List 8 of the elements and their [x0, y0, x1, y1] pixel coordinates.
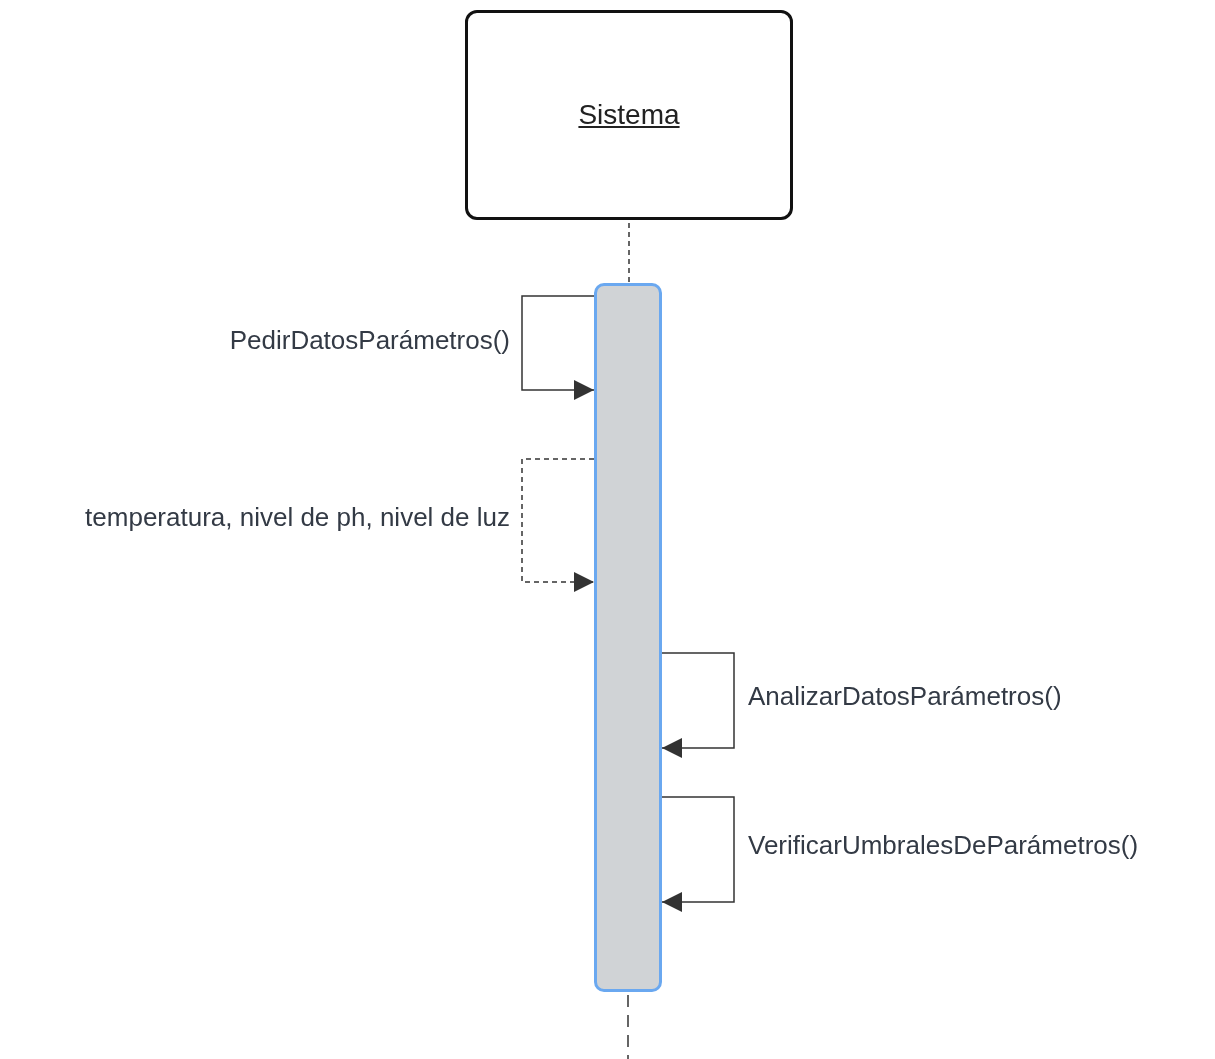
return-message-arrow [521, 458, 595, 592]
self-message-arrow [661, 652, 735, 758]
lifeline-head-box [465, 10, 793, 220]
activation-bar [594, 283, 662, 992]
self-message-arrow [521, 295, 595, 400]
self-message-arrow [661, 796, 735, 912]
lifeline-name: Sistema [578, 99, 680, 131]
lifeline [628, 222, 630, 284]
